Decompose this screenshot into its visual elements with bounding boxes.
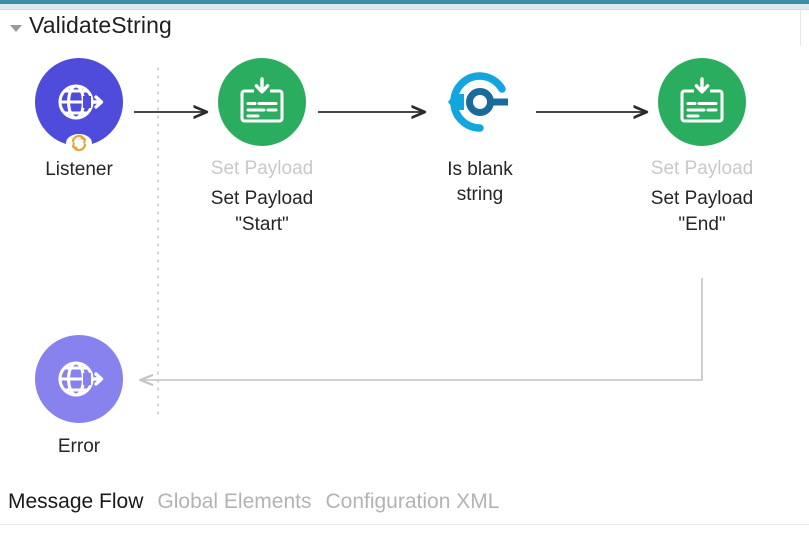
- node-is-blank-string-icon-wrap[interactable]: [436, 58, 524, 146]
- tab-configuration-xml[interactable]: Configuration XML: [325, 490, 500, 513]
- window-toolbar-strip: [0, 4, 809, 9]
- tab-message-flow[interactable]: Message Flow: [8, 490, 144, 513]
- refresh-arrows-badge-icon: [71, 134, 87, 152]
- node-error-handler-circle[interactable]: [35, 335, 123, 423]
- connector-return-path-to-error-handler: [141, 278, 703, 380]
- node-listener-name: Listener: [45, 159, 113, 180]
- node-set-payload-end-name-line2: "End": [678, 213, 726, 235]
- tab-bar-divider: [0, 524, 809, 525]
- node-set-payload-start-name: Set Payload: [210, 188, 314, 210]
- set-payload-icon: [680, 77, 724, 123]
- set-payload-icon: [240, 77, 284, 123]
- node-is-blank-string-name: Is blank: [447, 159, 513, 180]
- node-set-payload-end[interactable]: Set Payload Set Payload "End": [627, 58, 777, 236]
- node-set-payload-start[interactable]: Set Payload Set Payload "Start": [187, 58, 337, 236]
- tab-bar-footer: [0, 526, 809, 539]
- node-set-payload-end-type: Set Payload: [650, 158, 754, 179]
- node-error-handler[interactable]: Error: [4, 335, 154, 458]
- node-set-payload-end-name: Set Payload: [650, 188, 754, 210]
- node-set-payload-end-circle[interactable]: [658, 58, 746, 146]
- node-listener[interactable]: Listener: [4, 58, 154, 181]
- toolbar-divider: [0, 9, 809, 10]
- node-is-blank-string-name-line2: string: [456, 184, 504, 206]
- node-set-payload-start-circle[interactable]: [218, 58, 306, 146]
- http-listener-globe-icon: [58, 84, 104, 120]
- flow-reference-icon: [448, 72, 508, 132]
- node-listener-circle[interactable]: [35, 58, 123, 152]
- editor-tab-bar[interactable]: Message Flow Global Elements Configurati…: [0, 480, 809, 539]
- node-is-blank-string[interactable]: Is blank string: [405, 58, 555, 206]
- http-listener-globe-icon: [58, 361, 104, 397]
- node-set-payload-start-name-line2: "Start": [235, 213, 289, 235]
- node-set-payload-start-type: Set Payload: [210, 158, 314, 179]
- node-error-handler-name: Error: [57, 436, 101, 457]
- collapse-triangle-icon[interactable]: [10, 24, 22, 32]
- flow-canvas[interactable]: Listener Set Payl: [0, 46, 809, 480]
- window-accent-bar: [0, 0, 809, 4]
- flow-header[interactable]: ValidateString: [10, 14, 172, 37]
- flow-title: ValidateString: [29, 12, 172, 38]
- tab-global-elements[interactable]: Global Elements: [157, 490, 312, 513]
